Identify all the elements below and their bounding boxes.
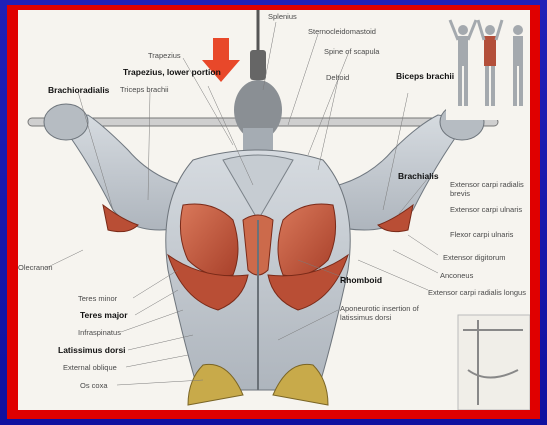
- label-brachioradialis: Brachioradialis: [48, 86, 109, 95]
- label-spine-of-scapula: Spine of scapula: [324, 48, 379, 56]
- label-sternocleidomastoid: Sternocleidomastoid: [308, 28, 376, 36]
- left-hand: [44, 104, 88, 140]
- label-latissimus-dorsi: Latissimus dorsi: [58, 346, 126, 355]
- label-trapezius: Trapezius: [148, 52, 181, 60]
- label-teres-minor: Teres minor: [78, 295, 117, 303]
- label-ext-digitorum: Extensor digitorum: [443, 254, 506, 262]
- label-deltoid: Deltoid: [326, 74, 349, 82]
- label-splenius: Splenius: [268, 13, 297, 21]
- label-infraspinatus: Infraspinatus: [78, 329, 121, 337]
- label-rhomboid: Rhomboid: [340, 276, 382, 285]
- label-triceps-brachii: Triceps brachii: [120, 86, 169, 94]
- label-ext-carpi-rad-longus: Extensor carpi radialis longus: [428, 289, 526, 297]
- label-aponeurotic-insertion: Aponeurotic insertion of latissimus dors…: [340, 304, 450, 322]
- label-ext-carpi-rad-brevis: Extensor carpi radialis brevis: [450, 180, 525, 198]
- label-os-coxa: Os coxa: [80, 382, 108, 390]
- label-flexor-carpi-ulnaris: Flexor carpi ulnaris: [450, 230, 525, 239]
- label-external-oblique: External oblique: [63, 364, 117, 372]
- cable-clip: [250, 50, 266, 80]
- label-olecranon: Olecranon: [18, 264, 53, 272]
- label-brachialis: Brachialis: [398, 172, 439, 181]
- label-biceps-brachii: Biceps brachii: [396, 72, 454, 81]
- label-teres-major: Teres major: [80, 311, 128, 320]
- anatomy-plate: Splenius Sternocleidomastoid Trapezius S…: [18, 10, 530, 410]
- label-anconeus: Anconeus: [440, 272, 473, 280]
- label-trapezius-lower: Trapezius, lower portion: [123, 68, 221, 77]
- label-ext-carpi-ulnaris: Extensor carpi ulnaris: [450, 205, 525, 214]
